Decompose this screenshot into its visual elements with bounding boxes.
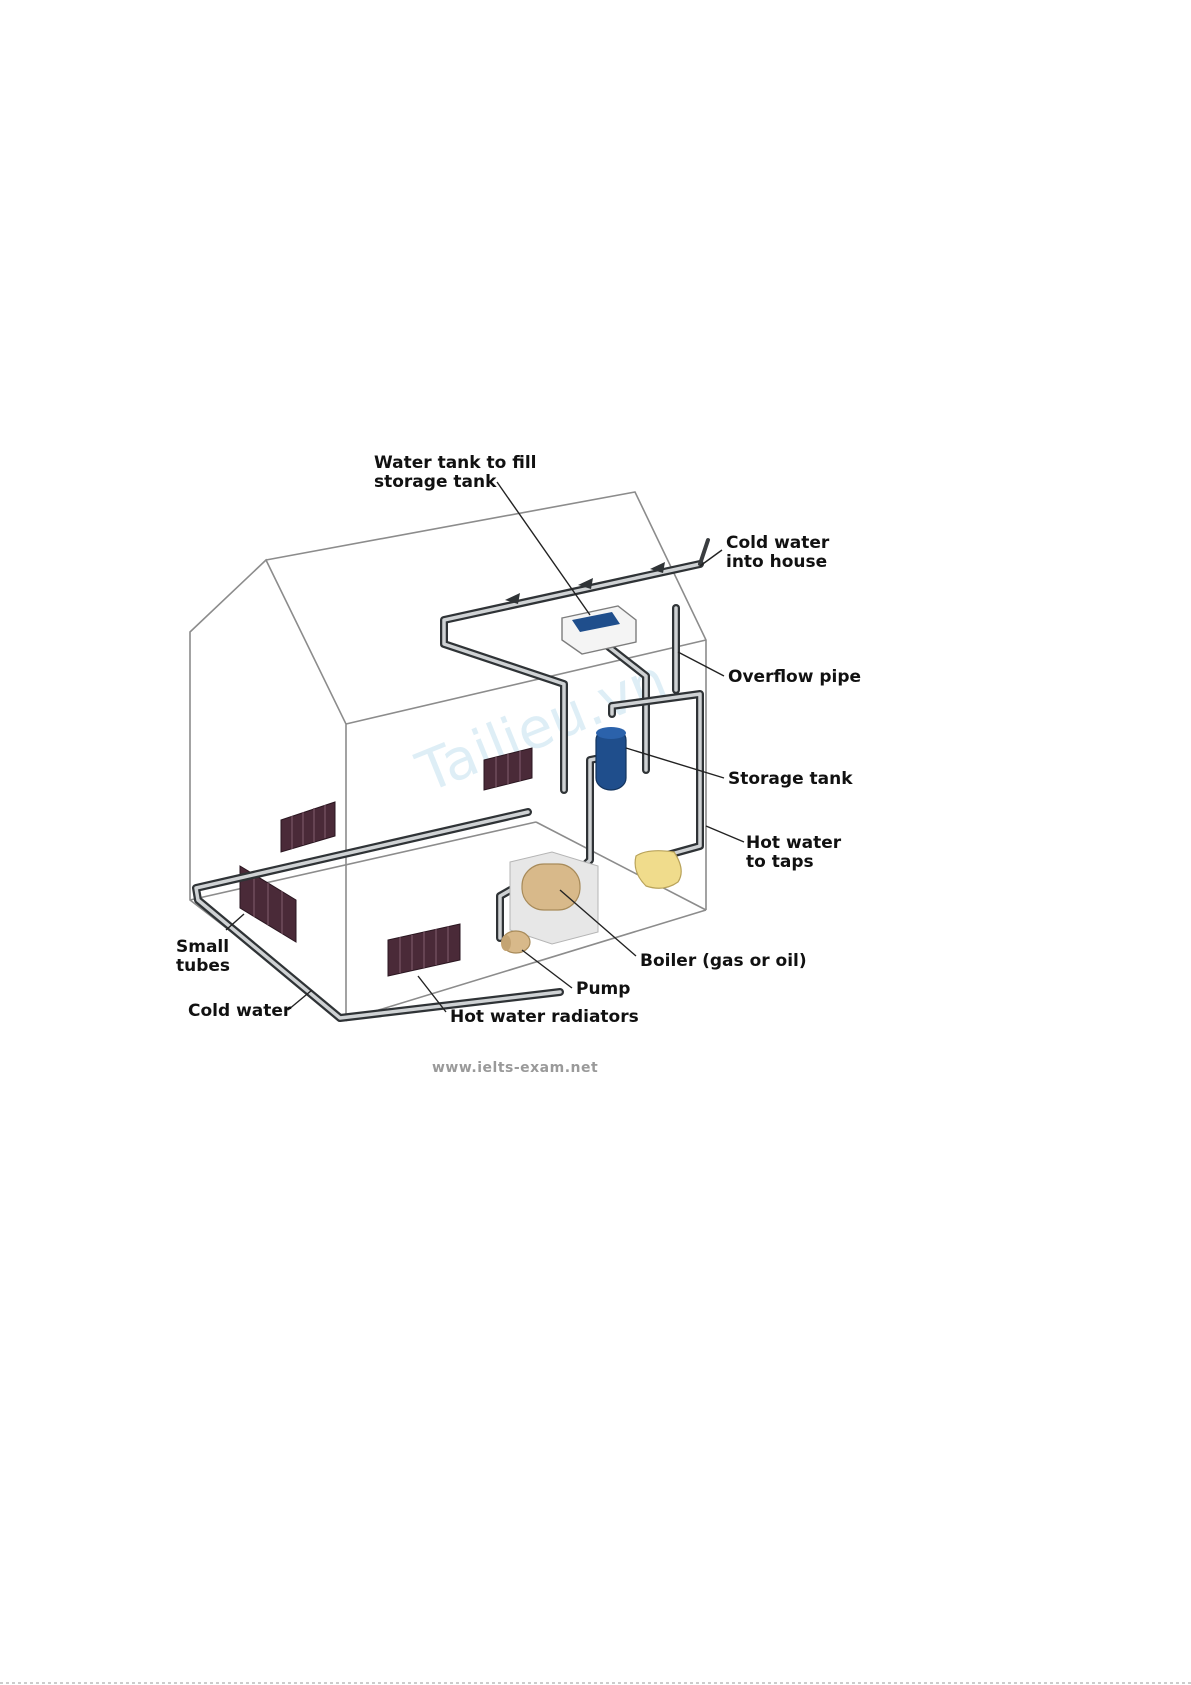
label-hot-water-taps-line1: Hot water (746, 833, 842, 853)
label-small-tubes-line1: Small (176, 937, 229, 957)
label-cold-water-in-line1: Cold water (726, 533, 830, 553)
label-hot-water-taps-line2: to taps (746, 852, 814, 872)
radiator-back-left (281, 802, 335, 852)
label-small-tubes-line2: tubes (176, 956, 230, 976)
label-water-tank-line2: storage tank (374, 472, 497, 492)
label-pump: Pump (576, 979, 630, 999)
label-boiler: Boiler (gas or oil) (640, 951, 807, 971)
storage-tank (596, 727, 626, 790)
label-cold-water: Cold water (188, 1001, 292, 1021)
label-overflow-pipe: Overflow pipe (728, 667, 861, 687)
boiler-unit (510, 852, 598, 944)
pump (501, 931, 530, 953)
tap-basin (635, 851, 681, 889)
label-hot-water-radiators: Hot water radiators (450, 1007, 639, 1027)
label-cold-water-in-line2: into house (726, 552, 827, 572)
label-storage-tank: Storage tank (728, 769, 853, 789)
radiator-front (388, 924, 460, 976)
source-credit: www.ielts-exam.net (432, 1060, 598, 1076)
label-water-tank-line1: Water tank to fill (374, 453, 536, 473)
fill-water-tank (562, 606, 636, 654)
